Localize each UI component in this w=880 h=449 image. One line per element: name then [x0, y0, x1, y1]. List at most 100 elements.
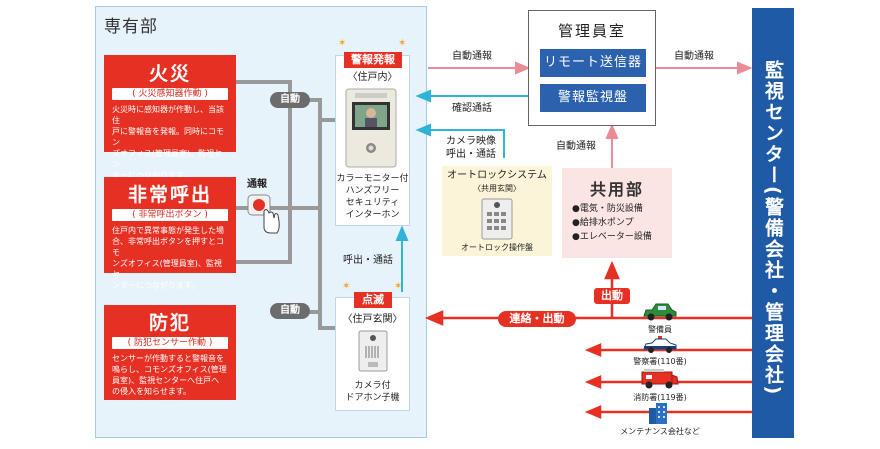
- cyan-arrows: [395, 89, 528, 292]
- auto-report-label-2: 自動通報: [674, 51, 714, 62]
- door-name-line: ドアホン子機: [345, 393, 400, 403]
- building-icon: [649, 403, 667, 424]
- indoor-name: カラーモニター付 ハンズフリー セキュリティ インターホン: [335, 173, 410, 221]
- police-label: 警察署(110番): [633, 357, 687, 366]
- wire-to-door: [318, 120, 335, 330]
- door-name: カメラ付 ドアホン子機: [335, 380, 410, 404]
- autolock-panel-label: オートロック操作盤: [461, 243, 533, 252]
- door-phone-icon: [358, 330, 388, 372]
- blink-tag: 点滅: [354, 292, 392, 308]
- fire-desc-line: 戸に警報音を発報。同時にコモン: [112, 127, 224, 147]
- pink-arrows: [428, 61, 753, 168]
- contact-dispatch-label: 連絡・出動: [498, 311, 576, 327]
- arrow-auto3-head: [605, 123, 619, 139]
- guard-car-icon: [643, 303, 677, 321]
- arrow-camera-head: [415, 123, 431, 137]
- common-area-items: ●電気・防災設備 ●給排水ポンプ ●エレベーター設備: [572, 202, 652, 244]
- auto-report-label-3: 自動通報: [556, 141, 596, 152]
- emergency-desc-line: ンズオフィス(管理員室)、監視セ: [112, 259, 222, 279]
- arrow-maint-head: [584, 405, 602, 419]
- indoor-location: 〈住戸内〉: [347, 72, 398, 83]
- common-area-title: 共用部: [589, 180, 644, 199]
- fire-dept-label: 消防署(119番): [633, 393, 687, 402]
- alarm-burst-right-icon: ✶: [398, 38, 407, 49]
- security-desc: センサーが作動すると警報音を 鳴らし、コモンズオフィス(管理 員室)、監視センタ…: [104, 353, 236, 397]
- arrow-call-head: [395, 225, 409, 241]
- arrow-contact-head: [424, 310, 444, 326]
- arrow-auto1-head: [515, 61, 531, 75]
- emergency-desc: 住戸内で異常事態が発生した場 合、非常呼出ボタンを押すとコモ ンズオフィス(管理…: [104, 225, 236, 291]
- fire-truck-icon: [641, 369, 679, 389]
- security-box: 防犯 ( 防犯センサー作動 ) センサーが作動すると警報音を 鳴らし、コモンズオ…: [104, 305, 236, 400]
- autolock-sub: 〈共用玄関〉: [473, 184, 521, 193]
- call-label: 呼出・通話: [343, 255, 393, 266]
- emergency-desc-line: ンターにつながります。: [112, 281, 200, 290]
- blink-burst-left-icon: ✶: [342, 281, 351, 292]
- red-arrows: [424, 260, 752, 419]
- door-location: 〈住戸玄関〉: [342, 314, 403, 325]
- common-area-item: ●電気・防災設備: [572, 204, 643, 214]
- security-sub: ( 防犯センサー作動 ): [112, 337, 228, 349]
- indoor-name-line: カラーモニター付: [336, 174, 409, 184]
- emergency-button-icon: [247, 194, 280, 234]
- fire-desc-line: ズオフィス(管理員室)、監視セン: [112, 149, 223, 169]
- autolock-title: オートロックシステム: [447, 170, 547, 181]
- intercom-monitor-icon: [345, 88, 397, 168]
- security-desc-line: センサーが作動すると警報音を: [112, 354, 224, 363]
- indoor-name-line: セキュリティ: [345, 198, 400, 208]
- police-car-icon: [643, 336, 677, 353]
- common-area-item: ●エレベーター設備: [572, 232, 652, 242]
- security-desc-line: 鳴らし、コモンズオフィス(管理: [112, 365, 227, 374]
- wire-fire-security: [236, 80, 292, 264]
- security-title: 防犯: [148, 312, 191, 334]
- autolock-panel-icon: [481, 198, 513, 240]
- arrow-police-head: [584, 343, 602, 357]
- auto-pill-top: 自動: [270, 92, 310, 108]
- common-area-box: [562, 168, 672, 258]
- fire-box: 火災 ( 火災感知器作動 ) 火災時に感知器が作動し、当該住 戸に警報音を発報。…: [104, 55, 236, 180]
- tsuhou-label: 通報: [247, 179, 267, 190]
- arrow-confirm-head: [415, 89, 431, 103]
- remote-transmitter: リモート送信器: [540, 49, 646, 77]
- fire-desc-line: 火災時に感知器が作動し、当該住: [112, 105, 224, 125]
- security-desc-line: 員室)、監視センターへ住戸へ: [112, 376, 220, 385]
- camera-label: カメラ映像 呼出・通話: [446, 135, 496, 161]
- indoor-name-line: インターホン: [345, 210, 400, 220]
- common-area-item: ●給排水ポンプ: [572, 218, 634, 228]
- alarm-tag: 警報発報: [344, 52, 402, 68]
- emergency-box: 非常呼出 ( 非常呼出ボタン ) 住戸内で異常事態が発生した場 合、非常呼出ボタ…: [104, 177, 236, 290]
- auto-report-label-1: 自動通報: [452, 51, 492, 62]
- private-area-title: 専有部: [104, 17, 158, 37]
- door-name-line: カメラ付: [354, 381, 391, 391]
- guard-label: 警備員: [648, 325, 672, 334]
- monitoring-center-box: [752, 8, 794, 438]
- camera-label-line: カメラ映像: [446, 136, 496, 147]
- emergency-title: 非常呼出: [127, 184, 212, 206]
- monitoring-center-title: 監視センター(警備会社・管理会社): [760, 60, 787, 396]
- center-paren-text: (警備会社・管理会社): [762, 186, 784, 397]
- fire-desc: 火災時に感知器が作動し、当該住 戸に警報音を発報。同時にコモン ズオフィス(管理…: [104, 104, 236, 181]
- fire-title: 火災: [148, 63, 191, 85]
- maintenance-label: メンテナンス会社など: [620, 427, 700, 436]
- arrow-auto2-head: [737, 61, 753, 75]
- center-title-text: 監視センター: [762, 60, 784, 186]
- dispatch-label: 出動: [594, 288, 630, 304]
- fire-sub: ( 火災感知器作動 ): [112, 88, 228, 100]
- alarm-monitor-panel: 警報監視盤: [540, 84, 646, 112]
- arrow-firedept-head: [584, 375, 602, 389]
- arrow-dispatch-head: [604, 260, 620, 280]
- management-office-title: 管理員室: [557, 22, 626, 40]
- auto-pill-bottom: 自動: [270, 303, 310, 319]
- indoor-name-line: ハンズフリー: [345, 186, 400, 196]
- alarm-burst-left-icon: ✶: [338, 38, 347, 49]
- security-desc-line: の侵入を知らせます。: [112, 387, 192, 396]
- emergency-desc-line: 住戸内で異常事態が発生した場: [112, 226, 224, 235]
- fire-desc-line: ターにつながります。: [112, 171, 192, 180]
- confirm-call-label: 確認通話: [452, 103, 492, 114]
- arrow-camera: [428, 129, 505, 158]
- emergency-sub: ( 非常呼出ボタン ): [112, 209, 228, 221]
- camera-label-line: 呼出・通話: [446, 149, 496, 160]
- blink-burst-right-icon: ✶: [394, 281, 403, 292]
